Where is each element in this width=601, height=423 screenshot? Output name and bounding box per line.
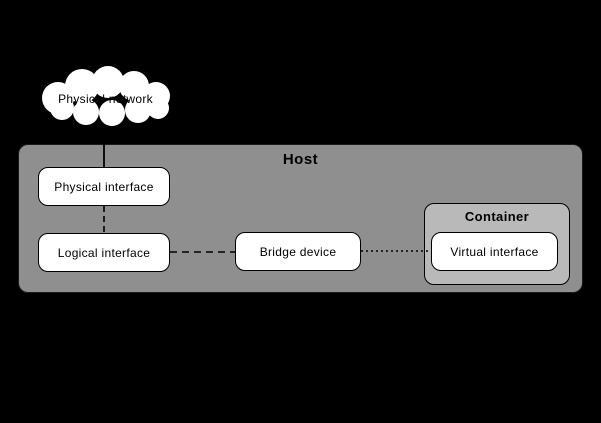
container-label: Container (464, 209, 530, 224)
node-logical-interface: Logical interface (38, 233, 170, 272)
node-bridge-device: Bridge device (235, 232, 361, 271)
node-virtual-interface: Virtual interface (431, 232, 558, 271)
cloud-label: Physical network (58, 92, 153, 106)
host-label: Host (282, 151, 319, 168)
node-physical-interface: Physical interface (38, 167, 170, 206)
